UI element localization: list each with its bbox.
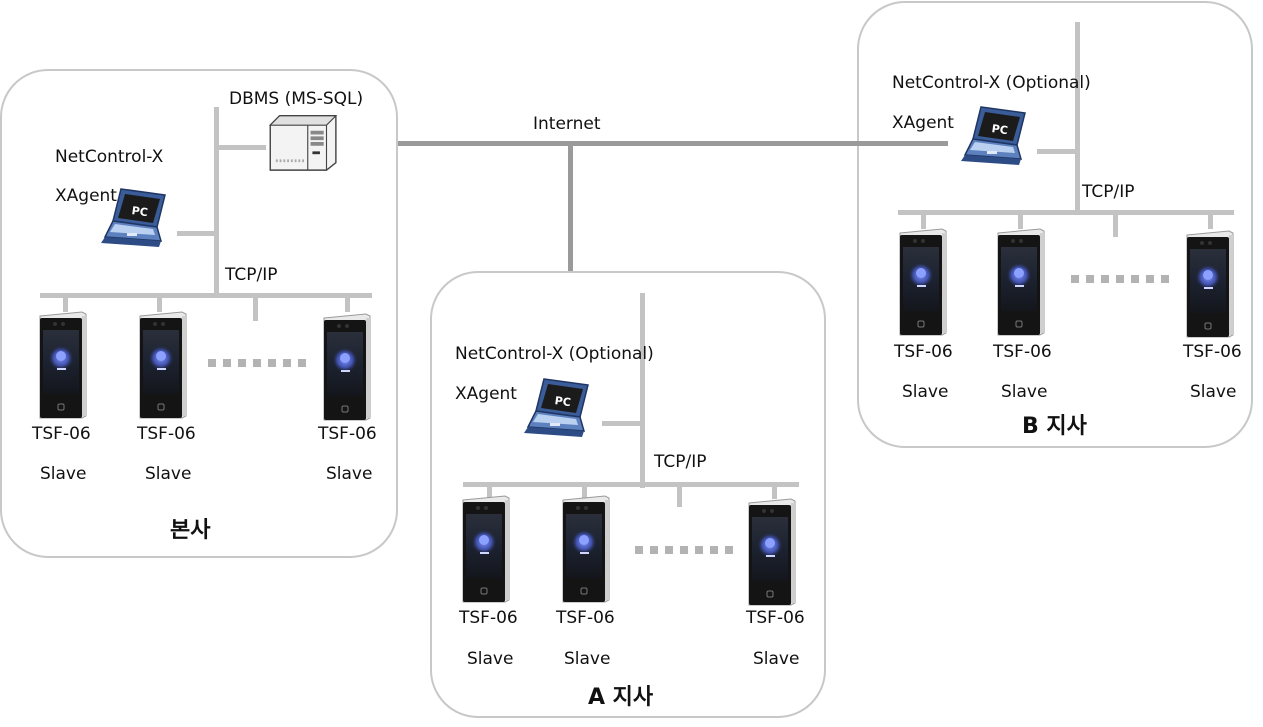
branch-b-drop-1	[921, 213, 926, 229]
laptop-pc-icon	[95, 185, 175, 255]
more-devices-ellipsis	[635, 546, 733, 554]
hq-tcpip-bus	[40, 293, 372, 298]
branch-a-tcpip-bus	[463, 482, 799, 487]
branch-a-drop-4	[772, 485, 777, 499]
device-model-label: TSF-06	[1183, 342, 1242, 362]
device-model-label: TSF-06	[894, 342, 953, 362]
internet-link-branch-b	[857, 141, 948, 146]
hq-pc-branch	[177, 231, 217, 236]
device-role-label: Slave	[902, 382, 949, 402]
db-label: DBMS (MS-SQL)	[229, 89, 364, 109]
branch-b-software-label: NetControl-X (Optional)	[892, 73, 1091, 93]
branch-a-software-label: NetControl-X (Optional)	[455, 344, 654, 364]
branch-a-tcpip-label: TCP/IP	[654, 452, 707, 472]
branch-b-drop-2	[1018, 213, 1023, 229]
internet-link	[343, 141, 948, 146]
face-terminal-icon	[994, 227, 1046, 337]
hq-drop-3	[253, 296, 258, 321]
hq-db-branch	[214, 145, 266, 150]
site-title-hq: 본사	[170, 518, 211, 543]
site-branch-a	[430, 271, 826, 718]
branch-b-pc-branch	[1037, 149, 1078, 154]
device-model-label: TSF-06	[993, 342, 1052, 362]
device-model-label: TSF-06	[32, 424, 91, 444]
site-title-branch-a: A 지사	[588, 685, 654, 710]
hq-tcpip-label: TCP/IP	[225, 265, 278, 285]
face-terminal-icon	[36, 310, 88, 420]
face-terminal-icon	[1183, 229, 1235, 339]
face-terminal-icon	[320, 312, 372, 422]
hq-drop-4	[345, 296, 350, 312]
device-role-label: Slave	[40, 464, 87, 484]
hq-backbone-vertical	[214, 107, 219, 295]
device-role-label: Slave	[1001, 382, 1048, 402]
branch-a-pc-branch	[602, 421, 643, 426]
device-role-label: Slave	[1190, 382, 1237, 402]
more-devices-ellipsis	[208, 359, 306, 367]
branch-b-tcpip-bus	[898, 210, 1234, 215]
more-devices-ellipsis	[1071, 275, 1169, 283]
device-model-label: TSF-06	[556, 608, 615, 628]
branch-b-tcpip-label: TCP/IP	[1082, 182, 1135, 202]
device-model-label: TSF-06	[746, 608, 805, 628]
face-terminal-icon	[896, 227, 948, 337]
device-role-label: Slave	[145, 464, 192, 484]
hq-drop-2	[157, 296, 162, 312]
face-terminal-icon	[136, 310, 188, 420]
internet-label: Internet	[533, 114, 601, 134]
face-terminal-icon	[745, 497, 797, 607]
device-model-label: TSF-06	[137, 424, 196, 444]
branch-a-agent-label: XAgent	[455, 384, 517, 404]
branch-b-drop-4	[1208, 213, 1213, 229]
branch-b-agent-label: XAgent	[892, 113, 954, 133]
branch-a-drop-3	[677, 485, 682, 507]
device-model-label: TSF-06	[459, 608, 518, 628]
branch-a-drop-2	[582, 485, 587, 499]
device-role-label: Slave	[753, 649, 800, 669]
laptop-pc-icon	[518, 375, 598, 445]
site-branch-b	[857, 1, 1253, 448]
branch-b-backbone-vertical	[1075, 22, 1080, 214]
branch-a-drop-1	[487, 485, 492, 499]
device-model-label: TSF-06	[318, 424, 377, 444]
face-terminal-icon	[559, 494, 611, 604]
device-role-label: Slave	[467, 649, 514, 669]
hq-software-label: NetControl-X	[55, 147, 164, 167]
site-title-branch-b: B 지사	[1022, 414, 1087, 439]
hq-agent-label: XAgent	[55, 186, 117, 206]
laptop-pc-icon	[955, 103, 1035, 173]
server-icon	[266, 112, 342, 172]
device-role-label: Slave	[326, 464, 373, 484]
hq-drop-1	[63, 296, 68, 312]
face-terminal-icon	[459, 494, 511, 604]
internet-drop-branch-a	[568, 141, 573, 334]
branch-a-backbone-vertical	[640, 293, 645, 488]
branch-b-drop-3	[1113, 213, 1118, 237]
device-role-label: Slave	[564, 649, 611, 669]
